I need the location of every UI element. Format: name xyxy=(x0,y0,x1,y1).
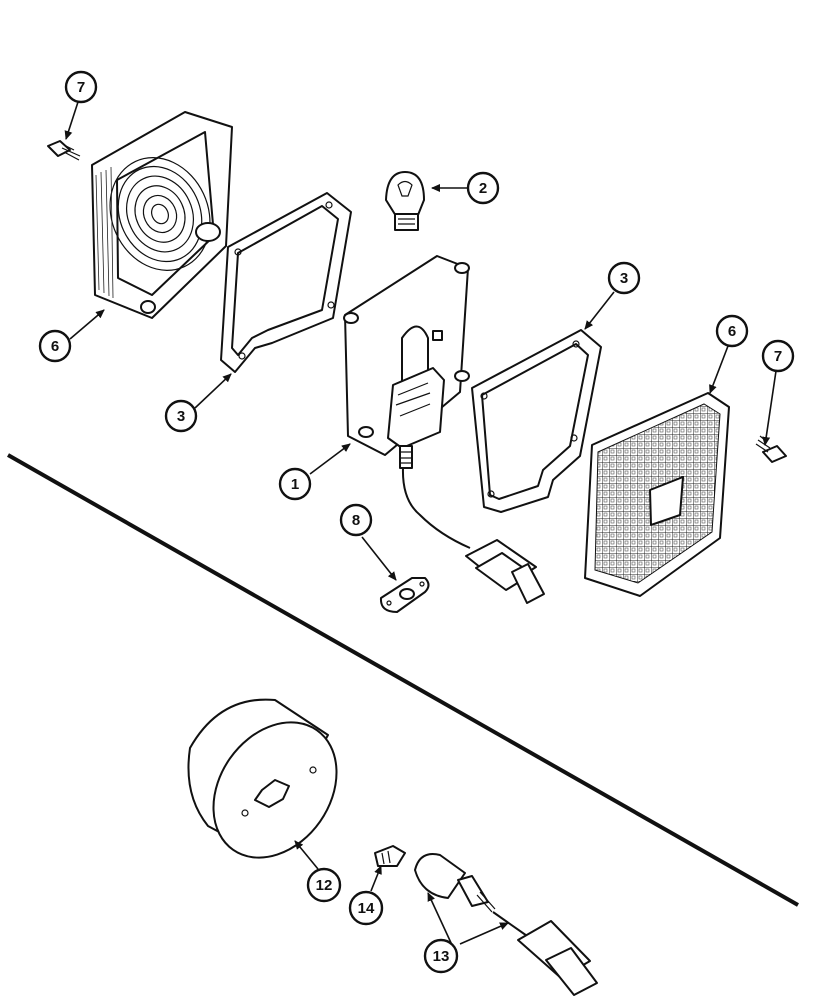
socket-plate-part-1 xyxy=(343,255,545,604)
callout-8: 8 xyxy=(339,503,373,537)
callout-2: 2 xyxy=(466,171,500,205)
svg-text:6: 6 xyxy=(728,323,736,340)
gasket-part-3-right xyxy=(471,329,602,513)
callout-1: 1 xyxy=(278,467,312,501)
bulb-part-2 xyxy=(385,171,425,231)
callout-14: 14 xyxy=(348,890,384,926)
screw-part-7-left xyxy=(47,140,81,161)
gasket-part-3-left xyxy=(220,192,352,373)
svg-text:14: 14 xyxy=(358,900,375,917)
socket-assembly-part-13 xyxy=(414,853,598,996)
svg-text:7: 7 xyxy=(774,348,782,365)
round-lamp-part-12 xyxy=(187,698,338,859)
lens-part-6-right xyxy=(584,392,730,597)
svg-text:1: 1 xyxy=(291,476,299,493)
callout-3-right: 3 xyxy=(607,261,641,295)
callout-12: 12 xyxy=(306,867,342,903)
callout-6-upper-left: 6 xyxy=(38,329,72,363)
svg-text:7: 7 xyxy=(77,79,85,96)
housing-part-6-left xyxy=(91,111,233,319)
svg-text:8: 8 xyxy=(352,512,360,529)
callout-7-right: 7 xyxy=(761,339,795,373)
bulb-part-14 xyxy=(374,845,406,867)
callout-6-right: 6 xyxy=(715,314,749,348)
callout-3-left: 3 xyxy=(164,399,198,433)
svg-text:2: 2 xyxy=(479,180,487,197)
svg-text:3: 3 xyxy=(177,408,185,425)
callout-13: 13 xyxy=(423,938,459,974)
svg-text:12: 12 xyxy=(316,877,333,894)
svg-text:3: 3 xyxy=(620,270,628,287)
callout-7-upper-left: 7 xyxy=(64,70,98,104)
section-divider-line xyxy=(7,453,799,907)
svg-text:13: 13 xyxy=(433,948,450,965)
screw-part-7-right xyxy=(755,435,787,463)
svg-text:6: 6 xyxy=(51,338,59,355)
seal-plate-part-8 xyxy=(379,577,430,613)
